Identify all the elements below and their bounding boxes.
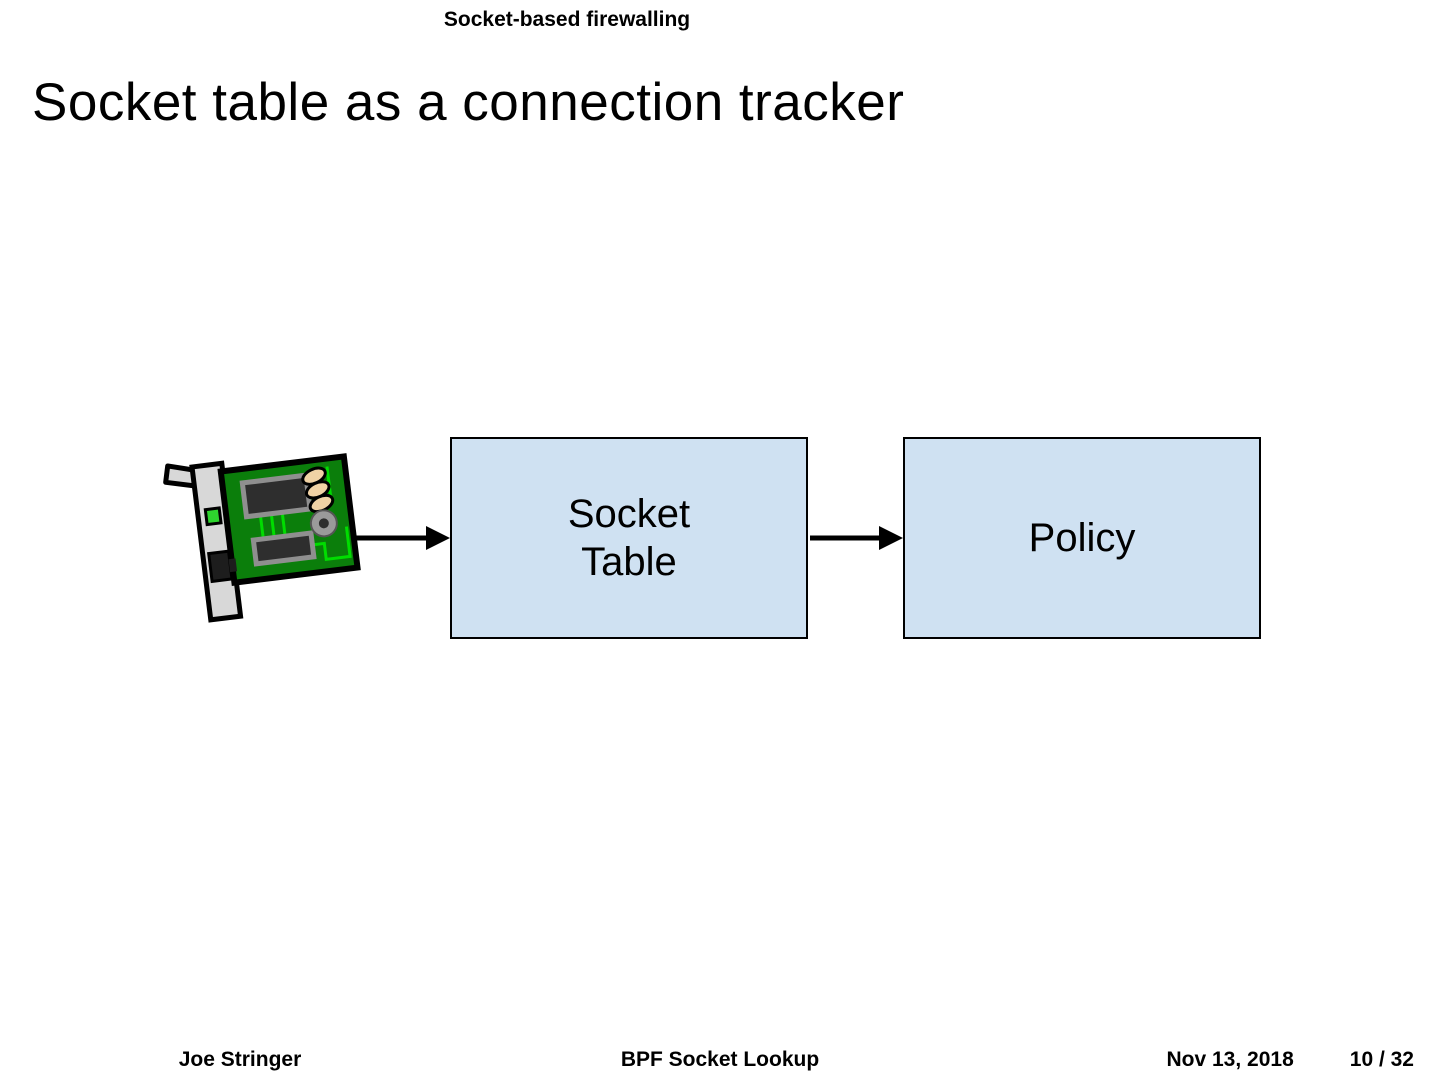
socket-table-label-line1: Socket: [567, 492, 691, 536]
socket-table-label: Socket Table: [568, 490, 690, 586]
nic-led: [203, 506, 223, 527]
nic-chip-large: [239, 472, 313, 520]
footer-date-zone: Nov 13, 2018 10 / 32: [960, 1042, 1440, 1078]
nic-capacitors: [301, 466, 335, 514]
footer-author: Joe Stringer: [178, 1048, 302, 1071]
nic-port: [207, 549, 234, 584]
page-title: Socket table as a connection tracker: [32, 73, 905, 132]
footline: Joe Stringer BPF Socket Lookup Nov 13, 2…: [0, 1042, 1440, 1078]
policy-label: Policy: [1028, 516, 1136, 560]
footer-date: Nov 13, 2018: [1166, 1048, 1294, 1071]
arrow-socket-table-to-policy: [810, 526, 903, 550]
policy-node: Policy: [903, 437, 1261, 639]
footer-deck-title: BPF Socket Lookup: [620, 1048, 820, 1071]
footer-page-number: 10 / 32: [1349, 1048, 1414, 1071]
arrow-nic-to-socket-table: [352, 526, 450, 550]
nic-port-tab: [228, 558, 238, 573]
footer-title-zone: BPF Socket Lookup: [480, 1042, 960, 1078]
network-card-icon: [163, 453, 361, 623]
footer-author-zone: Joe Stringer: [0, 1042, 480, 1078]
nic-round-component-center: [318, 518, 329, 529]
socket-table-node: Socket Table: [450, 437, 808, 639]
nic-chip-small: [250, 530, 317, 567]
section-header: Socket-based firewalling: [443, 8, 691, 31]
socket-table-label-line2: Table: [581, 540, 677, 584]
